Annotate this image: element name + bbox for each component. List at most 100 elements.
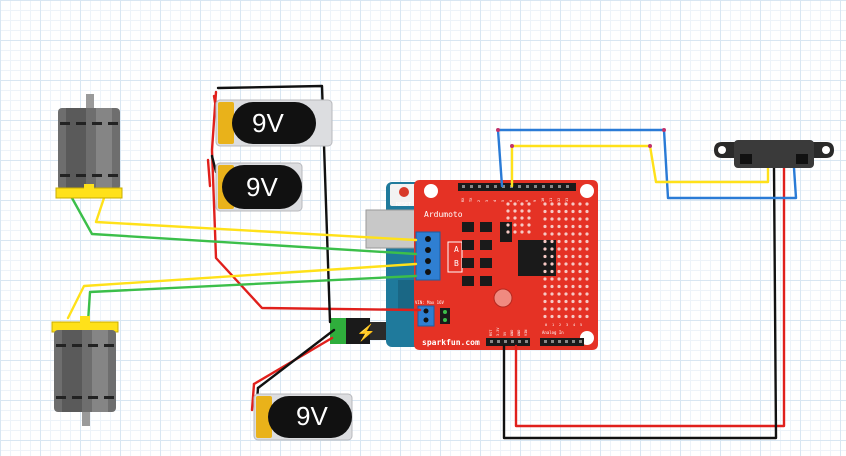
power-pin-label: RST [489,329,493,336]
proto-hole [571,299,575,304]
wire-bend-point[interactable] [510,144,514,148]
proto-hole [564,314,568,319]
proto-hole [506,209,510,213]
digital-pin-label: 2 [477,200,481,202]
wire [86,274,418,324]
proto-hole [571,217,575,221]
motor-bottom-shade [62,330,82,412]
proto-hole [578,307,582,311]
analog-pin [551,340,554,343]
proto-hole [557,202,561,206]
proto-hole [557,232,561,236]
proto-hole [513,209,517,213]
proto-hole [557,217,561,221]
proto-hole [543,209,547,214]
proto-hole [513,223,517,227]
digital-pin-label: 8 [525,200,529,202]
proto-hole [578,292,582,296]
shield-pcb [414,180,598,350]
motor-top-shaft [86,94,94,108]
digital-pin-label: 7 [517,200,521,202]
proto-hole [571,232,575,236]
proto-hole [550,239,554,244]
digital-pin-label: 12 [557,198,561,202]
proto-hole [543,247,547,251]
motor-terminal-screw [425,258,431,264]
proto-hole [543,224,547,229]
proto-hole [557,247,561,251]
vin-terminal-screw-1 [423,308,429,314]
reset-label: RESET [396,202,411,208]
proto-hole [527,216,531,220]
battery-2-label: 9V [246,172,278,202]
proto-hole [571,292,575,296]
reset-button[interactable] [399,187,409,197]
digital-pin [494,185,497,188]
proto-hole [550,269,554,274]
proto-hole [585,307,589,311]
proto-hole [571,314,575,319]
proto-hole [513,216,517,220]
proto-hole [564,299,568,304]
vin-switch [440,308,450,324]
proto-hole [585,202,589,206]
proto-hole [578,314,582,319]
proto-hole [557,209,561,214]
proto-hole [585,247,589,251]
digital-pin-label: 6 [509,200,513,202]
digital-pin-label: 13 [565,198,569,202]
wire-bend-point[interactable] [662,128,666,132]
motor-terminal-screw [425,269,431,275]
shield-button[interactable] [493,288,513,308]
proto-hole [564,232,568,236]
analog-pin [558,340,561,343]
analog-header [540,338,584,346]
proto-hole [557,224,561,229]
proto-hole [578,202,582,206]
proto-hole [550,314,554,319]
proto-hole [543,254,547,259]
proto-hole [543,277,547,281]
proto-hole [578,232,582,236]
proto-hole [550,232,554,236]
proto-hole [585,299,589,304]
proto-hole [513,202,517,206]
proto-hole [578,224,582,229]
digital-pin [534,185,537,188]
wire [502,166,778,440]
proto-hole [543,299,547,304]
wire-bend-point[interactable] [648,144,652,148]
battery-3-label-pill [268,396,352,438]
analog-pin-label: 4 [573,323,575,327]
proto-hole [564,202,568,206]
digital-pin [502,185,505,188]
proto-hole [564,217,568,221]
sensor-body [734,140,814,168]
proto-hole [571,307,575,311]
wire [66,262,418,320]
wire [206,158,212,188]
motor-driver-chip [518,240,556,276]
battery-3: 9V [253,393,353,441]
motor-top [55,94,123,199]
digital-pin [566,185,569,188]
motor-bottom-stripes [56,344,114,399]
digital-pin-label: 5 [501,200,505,202]
proto-hole [550,254,554,259]
digital-pin [526,185,529,188]
wire-bend-point[interactable] [496,128,500,132]
proto-hole [520,223,524,227]
motor-top-highlight [96,108,112,190]
wire [70,196,418,256]
proto-hole [578,247,582,251]
terminal-label-box [447,241,463,273]
smd-component [480,276,492,286]
proto-hole [571,239,575,244]
digital-pin [518,185,521,188]
proto-hole [564,277,568,281]
proto-hole [585,232,589,236]
motor-terminals [425,236,431,275]
proto-hole [550,262,554,266]
proto-hole [564,247,568,251]
